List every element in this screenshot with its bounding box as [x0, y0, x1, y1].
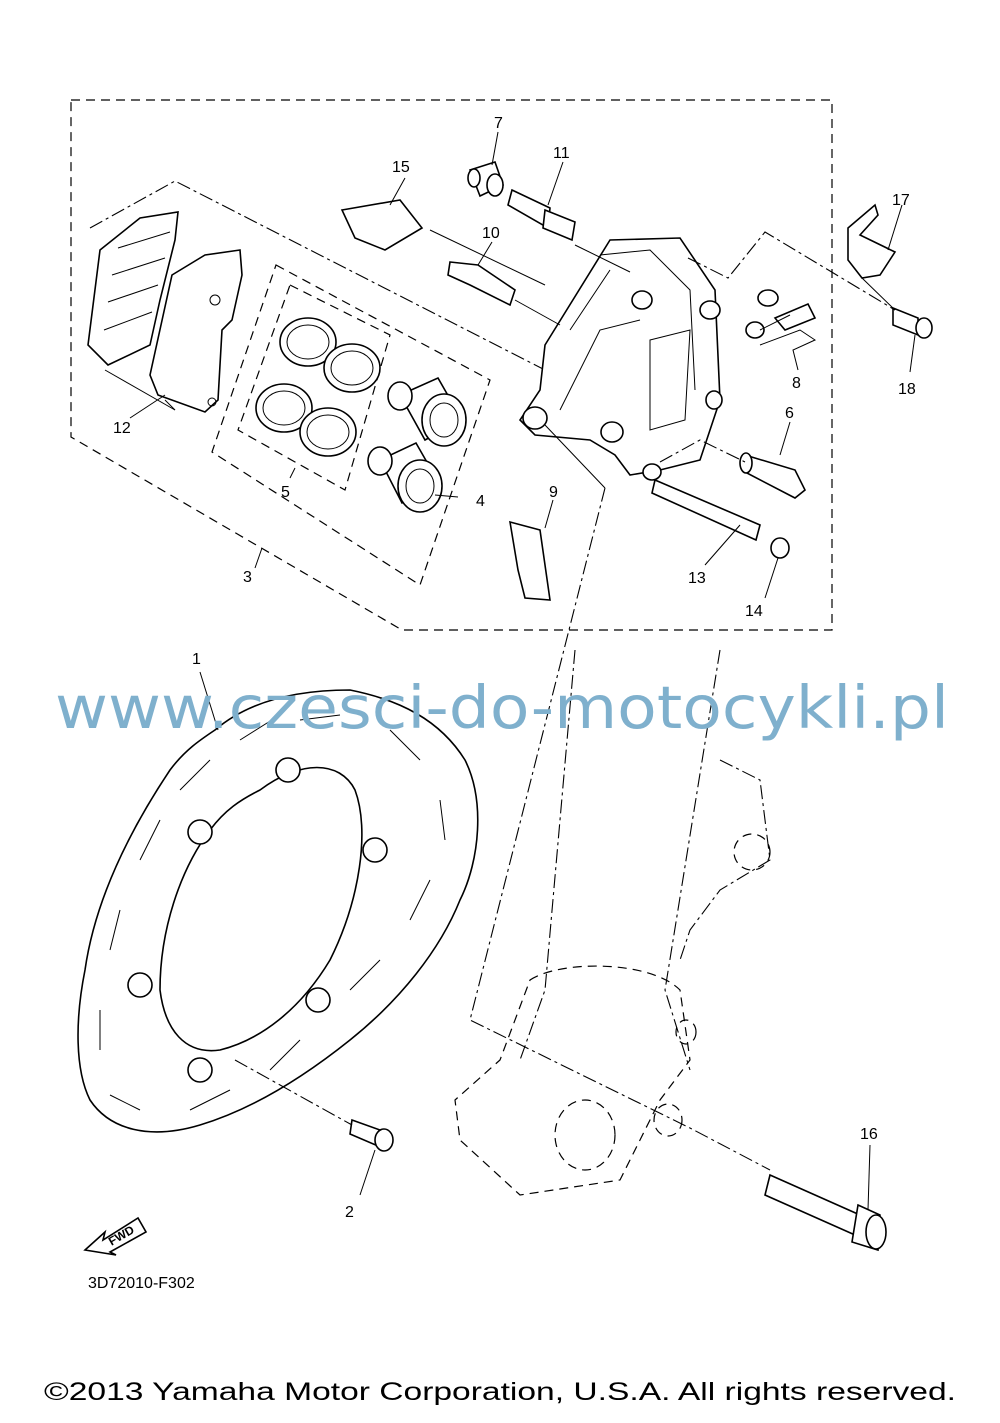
front-fork-phantom	[454, 649, 771, 1196]
slide-pin-boot-7	[467, 161, 504, 198]
leader-lines	[129, 131, 916, 599]
label-17: 17	[892, 192, 910, 209]
label-13: 13	[688, 570, 706, 587]
brake-pad-rear	[149, 249, 243, 413]
label-4: 4	[476, 493, 485, 510]
diagram-code: 3D72010-F302	[88, 1275, 195, 1292]
label-1: 1	[192, 651, 201, 668]
label-10: 10	[482, 225, 500, 242]
caliper-pistons	[367, 376, 467, 513]
pad-support-9	[509, 520, 551, 601]
label-14: 14	[745, 603, 763, 620]
label-9: 9	[549, 484, 558, 501]
piston-seals	[255, 317, 381, 457]
brake-disc	[77, 689, 479, 1133]
label-7: 7	[494, 115, 503, 132]
label-11: 11	[553, 145, 570, 162]
label-12: 12	[113, 420, 131, 437]
axle-bolt	[764, 1173, 887, 1252]
slide-pin-10	[447, 261, 516, 307]
label-15: 15	[392, 159, 410, 176]
caliper-body	[518, 237, 723, 481]
pin-6	[739, 452, 807, 499]
pad-spring-15	[340, 199, 424, 251]
label-8: 8	[792, 375, 801, 392]
pad-pin-13	[651, 478, 761, 542]
disc-bolt	[349, 1118, 394, 1152]
caliper-assembly-box	[70, 99, 833, 631]
slide-pin-11	[507, 188, 576, 242]
bracket-17	[847, 203, 897, 279]
fwd-arrow-icon: FWD	[83, 1216, 148, 1256]
label-16: 16	[860, 1126, 878, 1143]
seal-kit-box	[211, 264, 491, 586]
piston-seal-box	[237, 284, 391, 491]
label-2: 2	[345, 1204, 354, 1221]
label-5: 5	[281, 484, 290, 501]
label-18: 18	[898, 381, 916, 398]
bolt-18	[892, 306, 933, 339]
copyright-notice: ©2013 Yamaha Motor Corporation, U.S.A. A…	[44, 1378, 956, 1406]
watermark: www.czesci-do-motocykli.pl	[55, 673, 949, 742]
label-6: 6	[785, 405, 794, 422]
plug-14	[770, 537, 790, 559]
bleed-screw-8	[745, 289, 817, 339]
brake-pad-front	[87, 211, 179, 366]
label-3: 3	[243, 569, 252, 586]
